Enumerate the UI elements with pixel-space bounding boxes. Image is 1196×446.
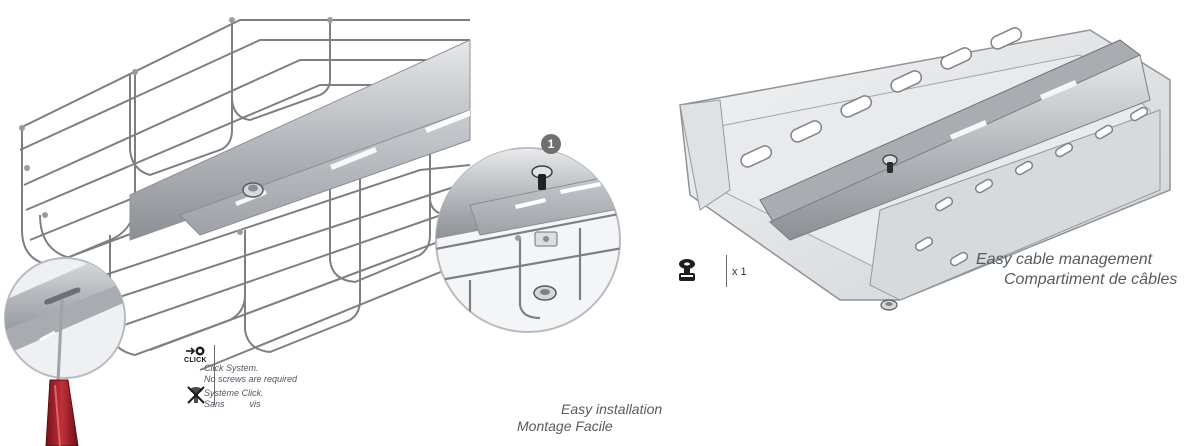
systeme-click-sans: Sans bbox=[204, 399, 225, 409]
separator-divider bbox=[129, 39, 471, 241]
installation-zoom-circle bbox=[435, 147, 621, 333]
click-logo-text: CLICK bbox=[184, 357, 207, 364]
click-system-text: Click System. No screws are required bbox=[204, 363, 297, 385]
legend-divider-line bbox=[214, 345, 215, 405]
click-system-line-2: No screws are required bbox=[204, 374, 298, 384]
systeme-click-line-2: Sans vis bbox=[204, 399, 264, 410]
no-screw-icon bbox=[186, 385, 206, 405]
nut-icon bbox=[533, 285, 557, 301]
wire-tray-cross-wires bbox=[21, 20, 471, 357]
tray-divider-screw bbox=[882, 154, 898, 173]
perforated-cable-tray-illustration bbox=[679, 27, 1171, 311]
click-system-legend: CLICK Click System. No screws are requir… bbox=[180, 345, 350, 409]
systeme-click-line-1: Système Click. bbox=[204, 388, 264, 398]
quantity-divider-line bbox=[726, 255, 727, 287]
click-system-line-1: Click System. bbox=[204, 363, 259, 373]
step-badge: 1 bbox=[541, 134, 561, 154]
step-number: 1 bbox=[547, 137, 555, 151]
screw-nut-icon bbox=[676, 258, 698, 284]
screwdriver-zoom-circle bbox=[4, 257, 126, 379]
click-system-icon: CLICK bbox=[184, 345, 208, 367]
quantity-label: x 1 bbox=[732, 266, 747, 278]
screw-icon bbox=[531, 165, 553, 190]
systeme-click-text: Système Click. Sans vis bbox=[204, 388, 264, 410]
caption-easy-cable-management: Easy cable management bbox=[976, 251, 1153, 268]
caption-compartiment-de-cables: Compartiment de câbles bbox=[1004, 271, 1178, 288]
screwdriver-icon bbox=[45, 299, 79, 446]
systeme-click-vis: vis bbox=[249, 399, 261, 409]
divider-clip-screw bbox=[242, 182, 264, 198]
caption-montage-facile: Montage Facile bbox=[517, 418, 613, 434]
caption-easy-installation: Easy installation bbox=[561, 401, 663, 417]
tray-nut-icon bbox=[880, 299, 898, 311]
